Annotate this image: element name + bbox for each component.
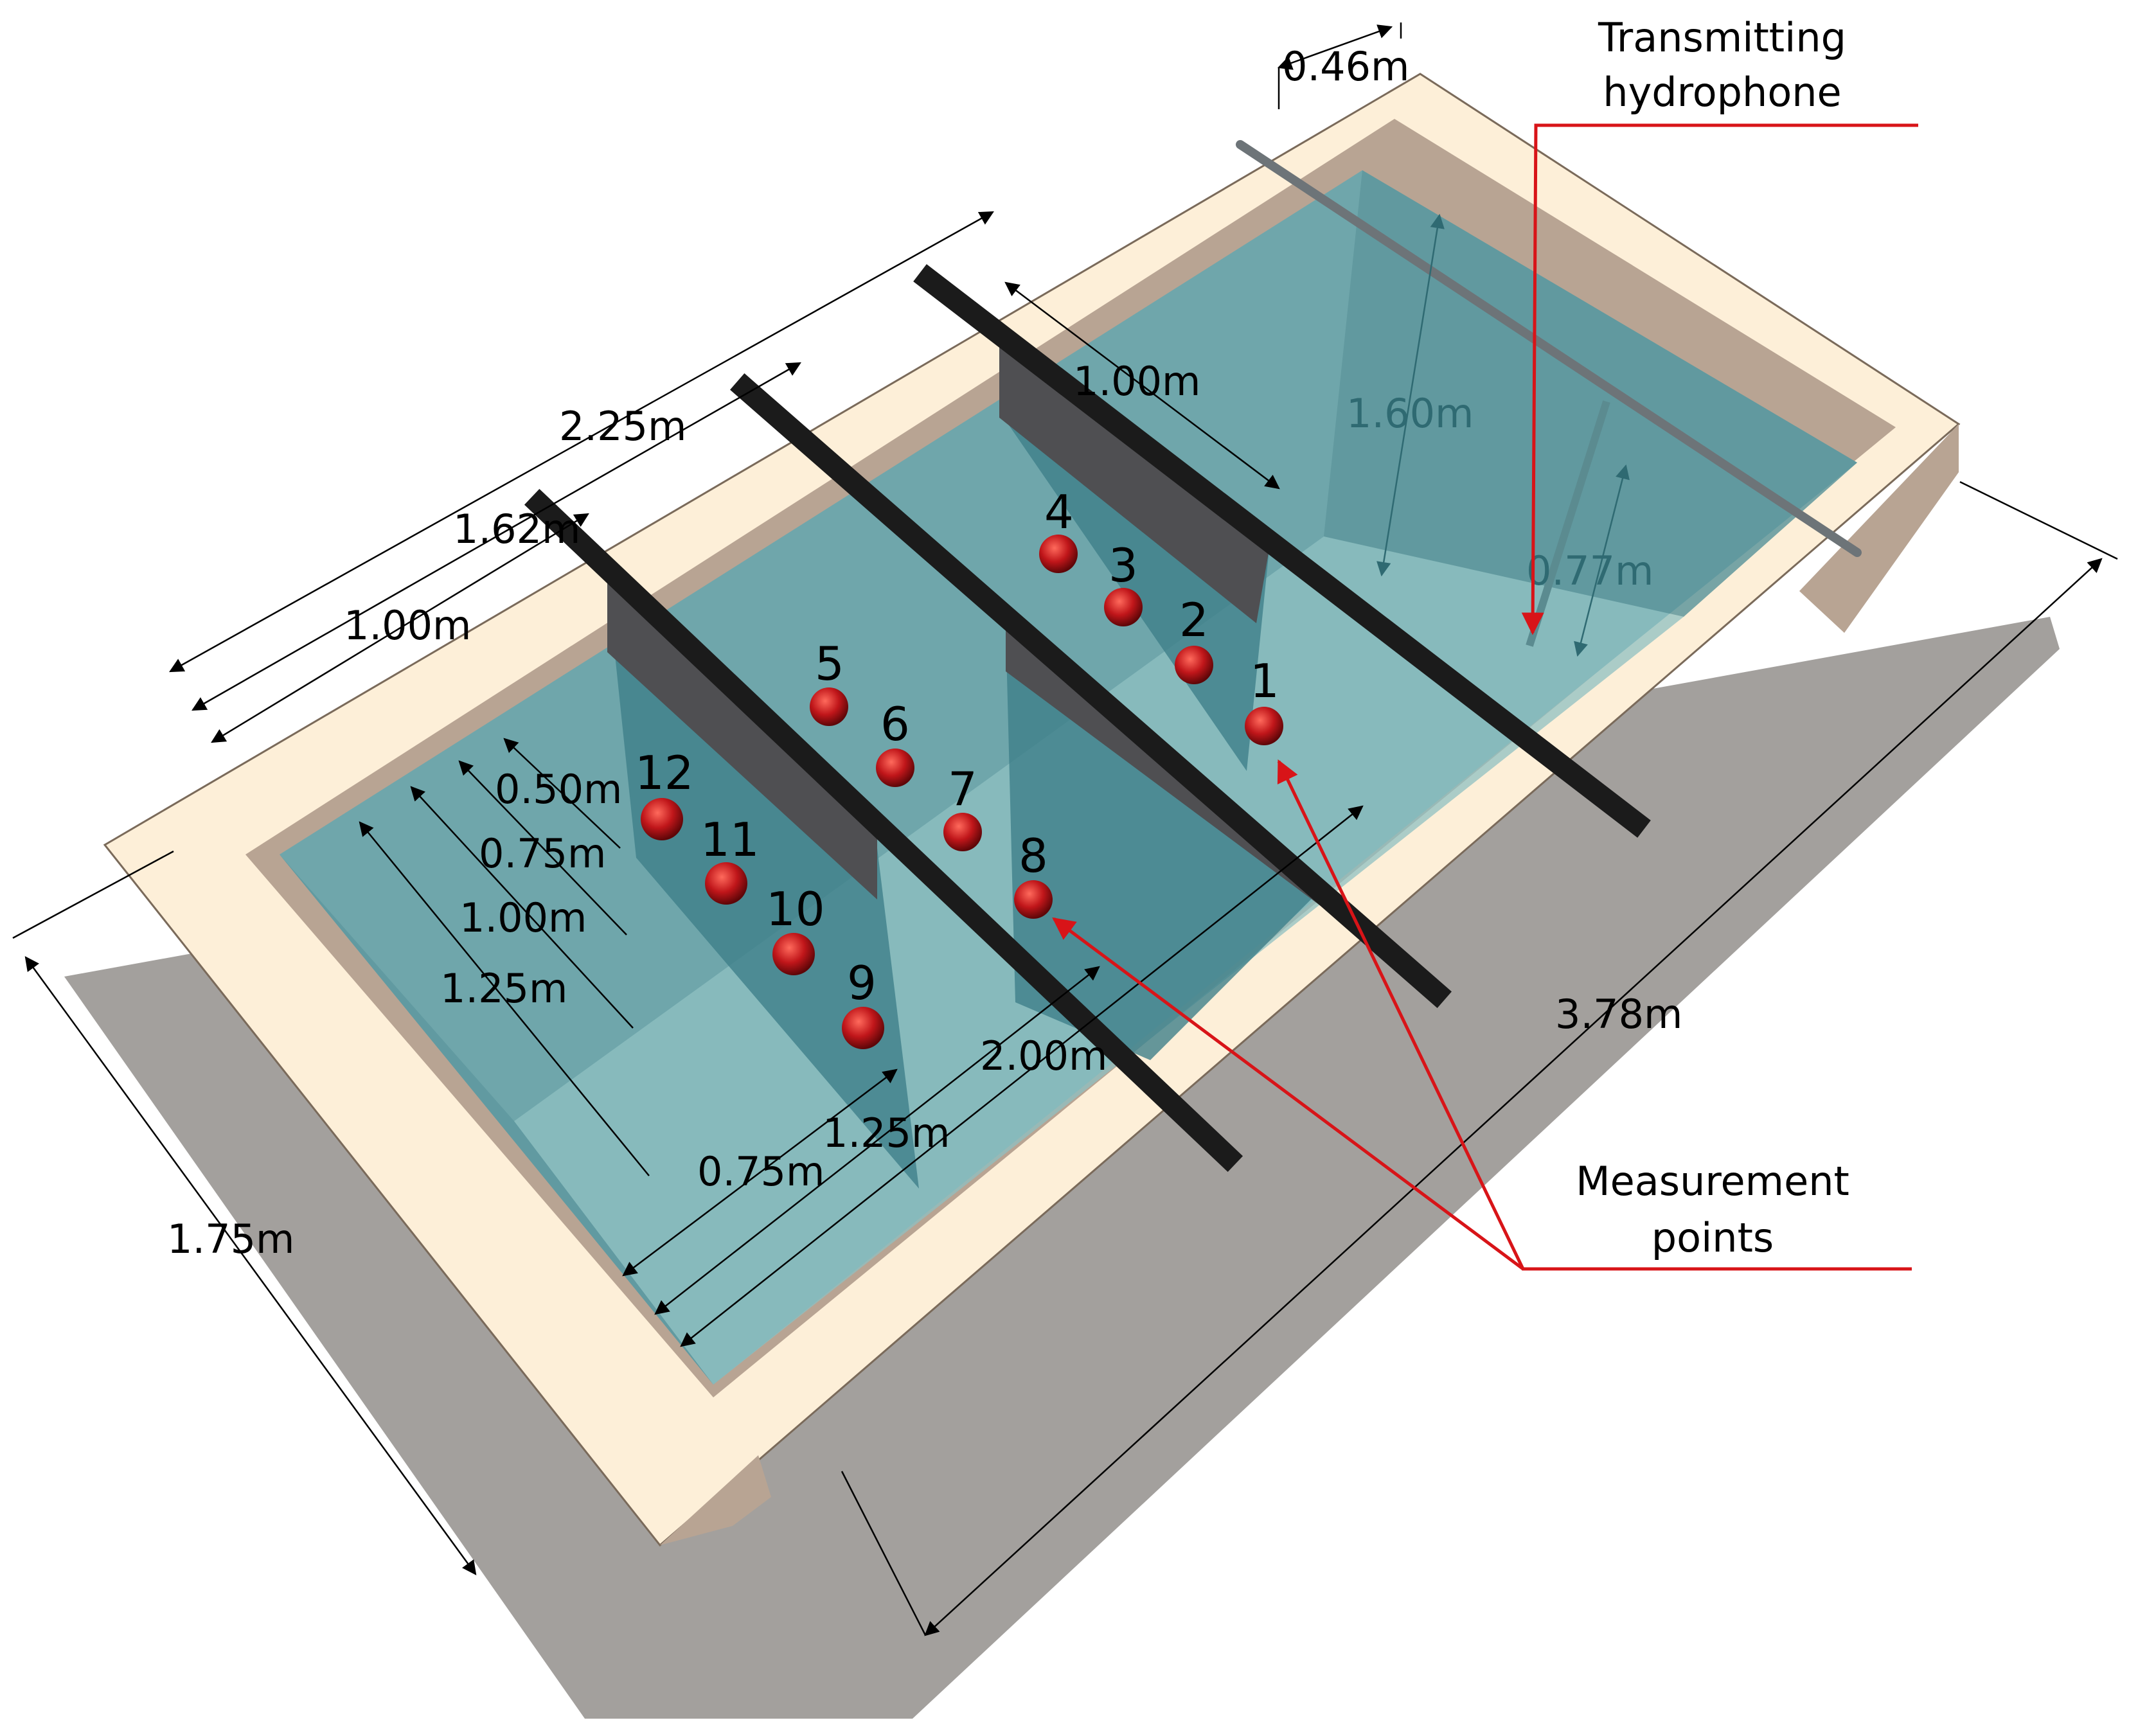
marker-5 [810,687,848,726]
dim-1-25m-left: 1.25m [440,965,567,1012]
point-label-1: 1 [1250,654,1279,708]
point-label-4: 4 [1044,485,1074,539]
marker-1 [1245,707,1283,745]
point-label-12: 12 [635,746,694,800]
dim-0-75m-bottom: 0.75m [697,1148,824,1195]
dim-1-62m: 1.62m [453,506,580,553]
dim-0-50m: 0.50m [495,766,622,813]
point-label-8: 8 [1019,829,1048,883]
transmitting-callout: Transmitting hydrophone [1521,14,1918,635]
marker-10 [772,933,815,975]
point-label-3: 3 [1109,538,1138,592]
point-label-11: 11 [700,813,760,867]
measurement-label-line1: Measurement [1576,1158,1849,1205]
marker-9 [842,1007,884,1049]
point-label-7: 7 [948,762,977,816]
point-label-2: 2 [1179,593,1209,647]
hydrophone-bar [1236,140,1862,557]
dimension-lines [12,22,2118,1636]
marker-2 [1175,646,1213,684]
marker-6 [876,748,914,787]
inner-dimension-lines [1376,213,1630,657]
water-back-wall [1324,170,1857,617]
marker-8 [1014,880,1053,919]
measurement-callout: Measurement points [1052,759,1912,1271]
dim-0-75m-left: 0.75m [479,830,606,877]
point-label-10: 10 [766,882,825,936]
dim-1-25m-bottom: 1.25m [823,1110,950,1156]
dim-1-00m-left: 1.00m [459,894,587,941]
dim-0-46m: 0.46m [1282,43,1409,90]
tank-side-front [660,1455,771,1545]
point-label-6: 6 [880,697,910,751]
dim-2-25m: 2.25m [559,403,686,450]
point-label-9: 9 [847,956,877,1010]
marker-7 [943,813,982,851]
transmitting-label-line2: hydrophone [1603,69,1841,116]
dim-2-00m: 2.00m [980,1032,1107,1079]
marker-3 [1104,588,1143,626]
dim-1-75m: 1.75m [167,1216,294,1262]
marker-12 [641,798,683,840]
measurement-label-line2: points [1652,1214,1774,1261]
dim-1-60m: 1.60m [1346,390,1474,437]
dim-3-78m: 3.78m [1555,991,1682,1038]
dim-1-00m-panel: 1.00m [1073,358,1200,405]
transmitting-label-line1: Transmitting [1598,14,1846,61]
marker-11 [705,862,747,905]
dim-1-00m-outer: 1.00m [344,602,471,649]
dim-0-77m: 0.77m [1526,547,1653,594]
point-label-5: 5 [815,637,844,691]
marker-4 [1039,535,1078,573]
